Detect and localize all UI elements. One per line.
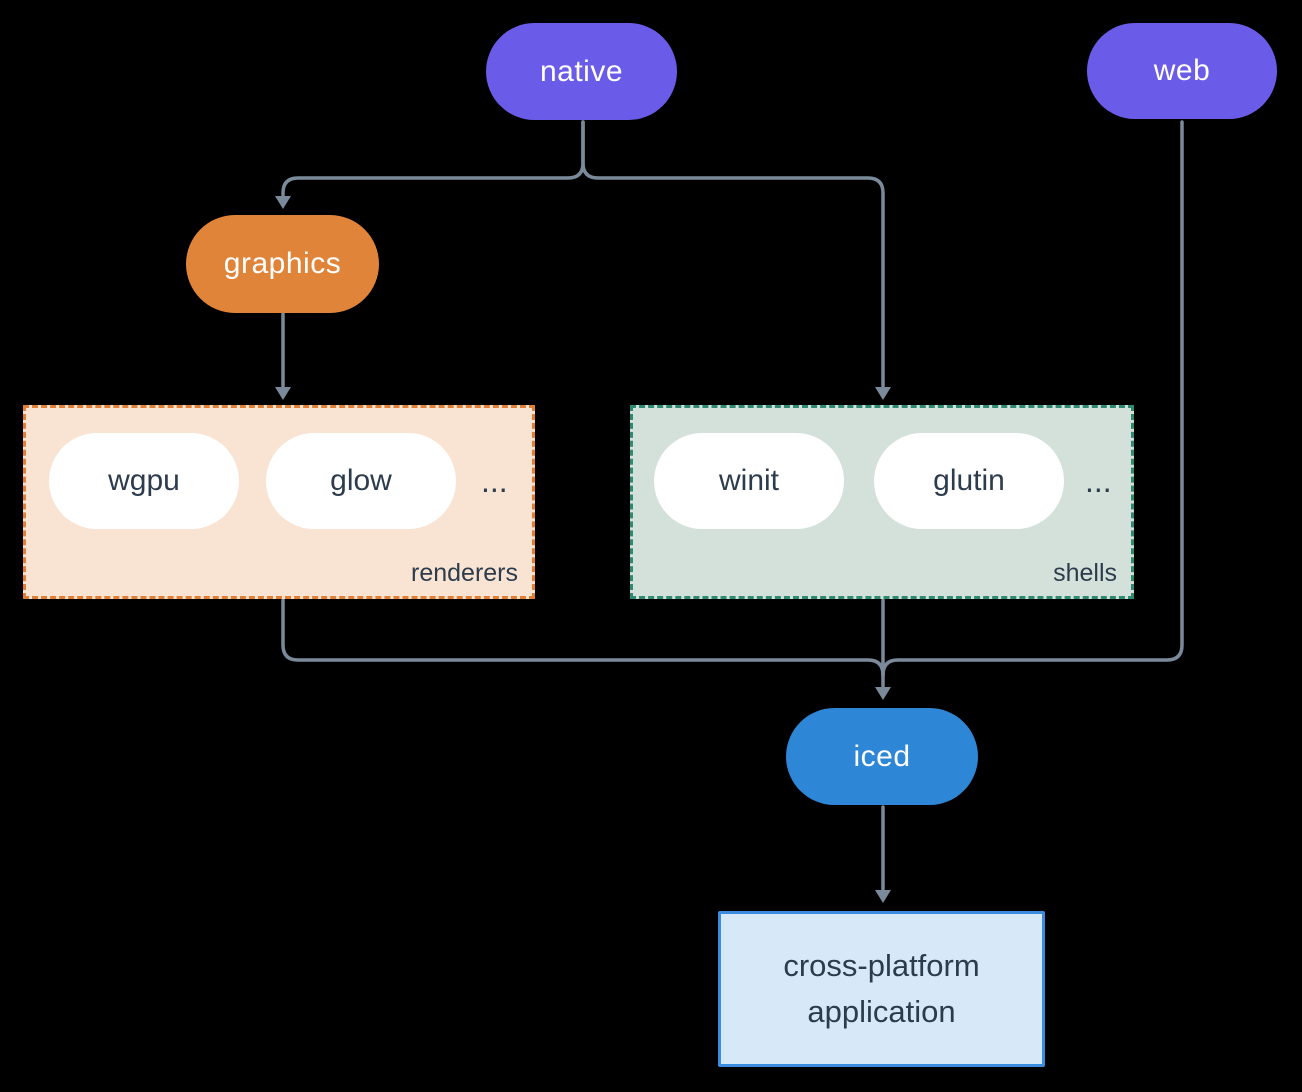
node-wgpu: wgpu	[49, 433, 239, 529]
node-glow-label: glow	[330, 464, 392, 497]
arrowhead-renderers	[275, 387, 291, 400]
node-winit-label: winit	[718, 464, 779, 497]
node-winit: winit	[654, 433, 844, 529]
node-glow: glow	[266, 433, 456, 529]
node-cross-platform-application: cross-platform application	[718, 911, 1045, 1067]
app-label-line1: cross-platform	[783, 948, 980, 983]
node-graphics: graphics	[186, 215, 379, 313]
renderers-ellipsis: ...	[481, 462, 508, 499]
node-native: native	[486, 23, 677, 120]
node-iced: iced	[786, 708, 978, 805]
node-web: web	[1087, 23, 1277, 119]
group-shells: winit glutin ... shells	[630, 405, 1134, 599]
node-graphics-label: graphics	[223, 247, 342, 280]
shells-group-label: shells	[1053, 559, 1117, 587]
renderers-group-label: renderers	[411, 559, 518, 587]
edge-native-graphics	[281, 120, 585, 197]
node-glutin-label: glutin	[933, 464, 1005, 497]
arrowhead-graphics	[275, 196, 291, 209]
arrowhead-shells	[875, 387, 891, 400]
app-label-line2: application	[807, 994, 956, 1029]
node-iced-label: iced	[853, 739, 911, 773]
node-wgpu-label: wgpu	[108, 464, 180, 497]
edge-renderers-iced	[281, 598, 885, 677]
arrowhead-app	[875, 890, 891, 903]
arrowhead-iced	[875, 687, 891, 700]
group-renderers: wgpu glow ... renderers	[23, 405, 535, 599]
edge-native-shells	[581, 120, 885, 388]
shells-ellipsis: ...	[1085, 462, 1112, 499]
node-native-label: native	[539, 54, 624, 88]
node-glutin: glutin	[874, 433, 1064, 529]
node-web-label: web	[1153, 54, 1211, 87]
